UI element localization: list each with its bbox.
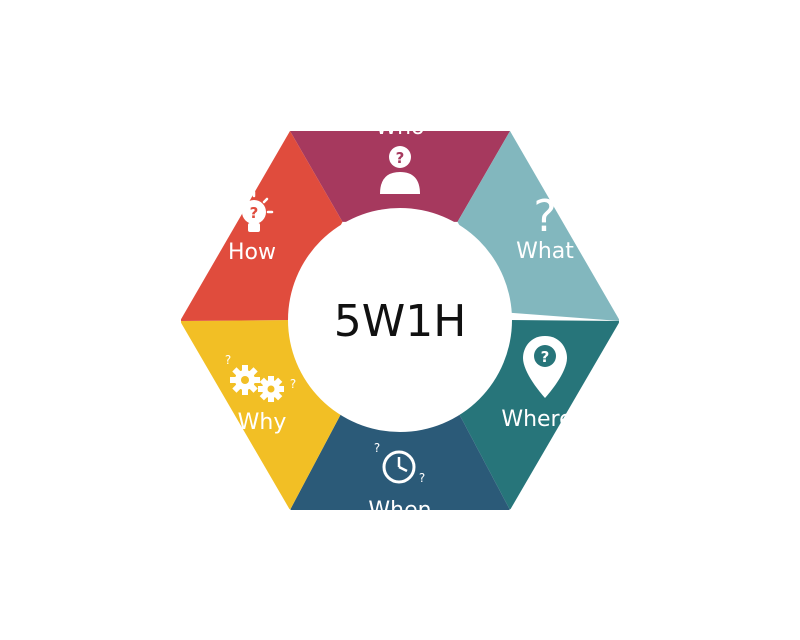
segment-label-when: When	[368, 498, 431, 523]
person-question-icon: ?	[380, 146, 420, 194]
location-pin-question-icon: ?	[523, 336, 567, 398]
segment-label-what: What	[516, 239, 574, 264]
svg-text:?: ?	[290, 377, 296, 391]
question-mark-icon: ?	[533, 191, 556, 242]
svg-text:?: ?	[419, 471, 425, 485]
svg-text:?: ?	[533, 191, 556, 242]
svg-text:?: ?	[541, 348, 550, 366]
segment-label-who: Who	[375, 115, 424, 140]
center-circle	[288, 208, 512, 432]
svg-text:?: ?	[225, 353, 231, 367]
lightbulb-question-icon: ?	[234, 190, 274, 232]
segment-label-where: Where	[501, 407, 572, 432]
svg-text:?: ?	[374, 441, 380, 455]
center-title: 5W1H	[334, 296, 467, 347]
segment-label-why: Why	[238, 410, 287, 435]
segment-label-how: How	[228, 240, 276, 265]
svg-text:?: ?	[250, 204, 259, 222]
svg-text:?: ?	[396, 149, 405, 167]
gears-question-icon: ? ?	[225, 353, 296, 402]
clock-question-icon: ? ?	[374, 441, 425, 485]
